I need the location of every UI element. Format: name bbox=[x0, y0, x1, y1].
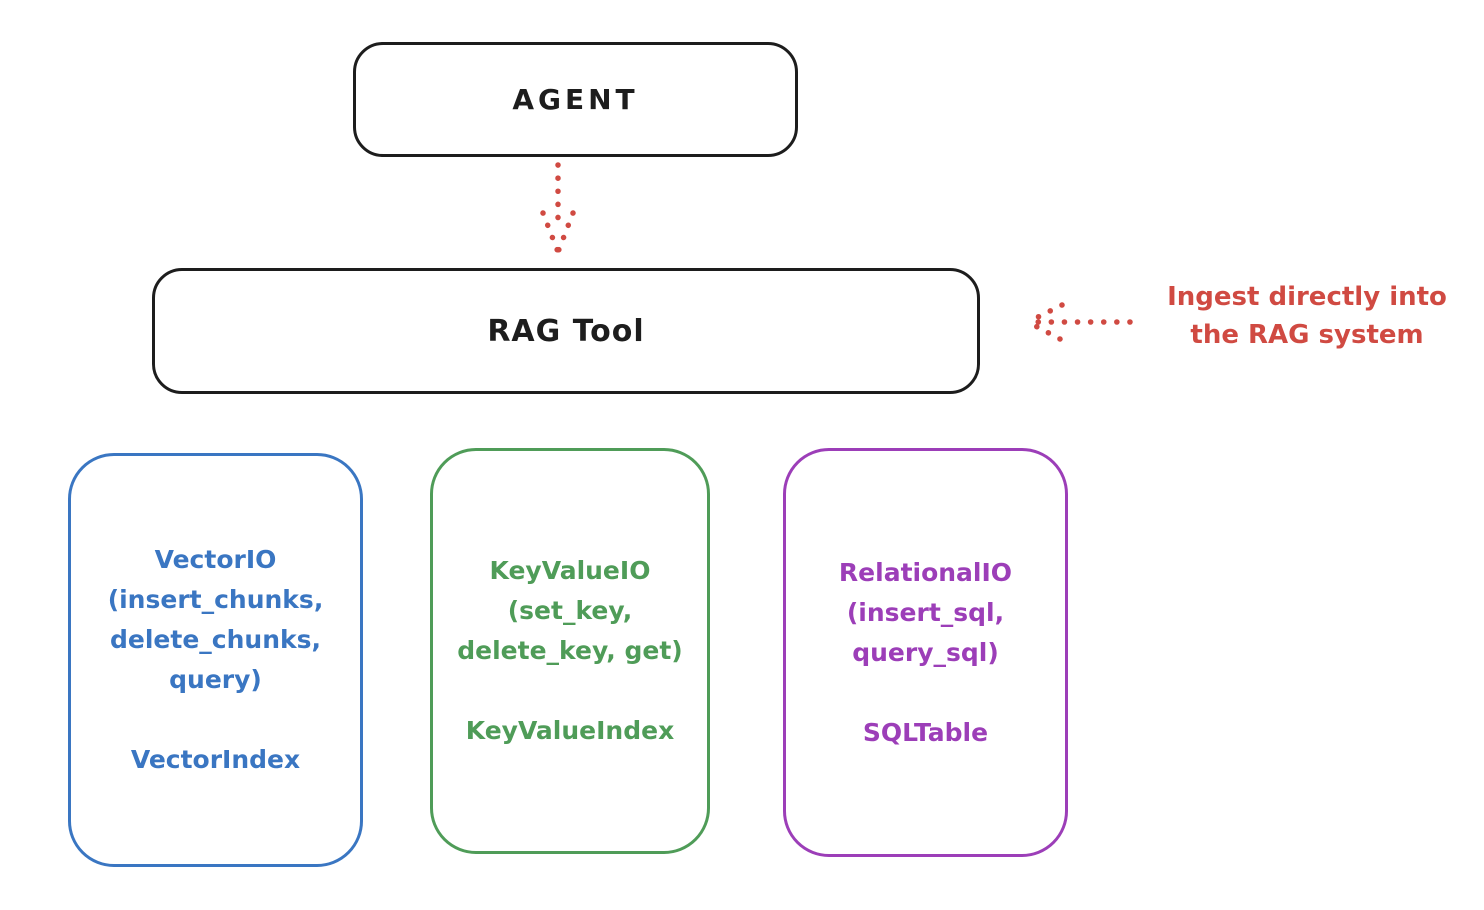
key-value-io-node: KeyValueIO (set_key, delete_key, get) Ke… bbox=[430, 448, 710, 854]
key-value-io-line: KeyValueIO bbox=[489, 556, 651, 585]
agent-to-rag-dotted-arrow-icon bbox=[540, 162, 576, 255]
key-value-io-text: KeyValueIO (set_key, delete_key, get) Ke… bbox=[457, 551, 682, 751]
key-value-index-label: KeyValueIndex bbox=[465, 716, 675, 745]
vector-io-title: VectorIO (insert_chunks, delete_chunks, … bbox=[108, 540, 324, 700]
agent-label: AGENT bbox=[512, 83, 639, 116]
relational-io-node: RelationalIO (insert_sql, query_sql) SQL… bbox=[783, 448, 1068, 857]
rag-tool-label: RAG Tool bbox=[487, 313, 645, 349]
ingest-annotation-line-1: Ingest directly into bbox=[1167, 282, 1447, 312]
key-value-io-line: (set_key, bbox=[507, 596, 633, 625]
ingest-dotted-arrow-icon bbox=[1025, 302, 1133, 342]
ingest-annotation: Ingest directly into the RAG system bbox=[1130, 278, 1484, 354]
rag-tool-node: RAG Tool bbox=[152, 268, 980, 394]
key-value-io-line: delete_key, get) bbox=[457, 636, 683, 665]
relational-io-title: RelationalIO (insert_sql, query_sql) bbox=[839, 553, 1012, 673]
relational-io-text: RelationalIO (insert_sql, query_sql) SQL… bbox=[839, 553, 1012, 753]
vector-io-line: delete_chunks, bbox=[110, 625, 321, 654]
agent-node: AGENT bbox=[353, 42, 798, 157]
vector-io-text: VectorIO (insert_chunks, delete_chunks, … bbox=[108, 540, 324, 780]
relational-io-line: (insert_sql, bbox=[846, 597, 1005, 627]
key-value-io-title: KeyValueIO (set_key, delete_key, get) bbox=[457, 551, 682, 671]
vector-io-line: query) bbox=[169, 665, 262, 694]
vector-io-node: VectorIO (insert_chunks, delete_chunks, … bbox=[68, 453, 363, 867]
vector-io-line: VectorIO bbox=[154, 545, 277, 574]
ingest-annotation-line-2: the RAG system bbox=[1190, 320, 1424, 350]
relational-io-line: query_sql) bbox=[852, 637, 999, 667]
relational-io-line: RelationalIO bbox=[838, 557, 1013, 587]
sql-table-label: SQLTable bbox=[862, 717, 989, 747]
vector-io-line: (insert_chunks, bbox=[107, 585, 324, 614]
vector-index-label: VectorIndex bbox=[130, 745, 301, 774]
